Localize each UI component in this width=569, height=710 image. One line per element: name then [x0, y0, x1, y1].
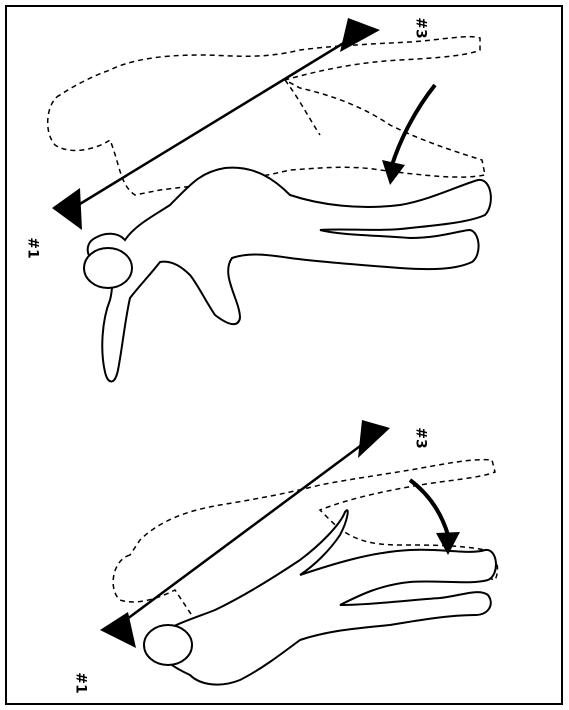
top-head — [84, 248, 132, 288]
bottom-head — [144, 625, 192, 665]
top-label-end: #3 — [413, 17, 429, 38]
bottom-label-end: #3 — [413, 427, 429, 448]
top-axis-arrow-start — [52, 188, 82, 230]
bottom-axis-arrow-end — [358, 420, 390, 458]
top-axis-arrow-end — [340, 18, 380, 52]
bottom-panel — [100, 420, 498, 685]
bottom-label-start: #1 — [73, 672, 89, 693]
bottom-curved-arrow — [410, 480, 448, 535]
top-solid-figure — [88, 168, 491, 382]
top-panel — [48, 18, 491, 382]
top-dashed-body-outline — [48, 37, 485, 195]
top-curved-arrow — [392, 85, 435, 165]
top-label-start: #1 — [25, 237, 41, 258]
top-dashed-leg-split — [285, 80, 320, 135]
